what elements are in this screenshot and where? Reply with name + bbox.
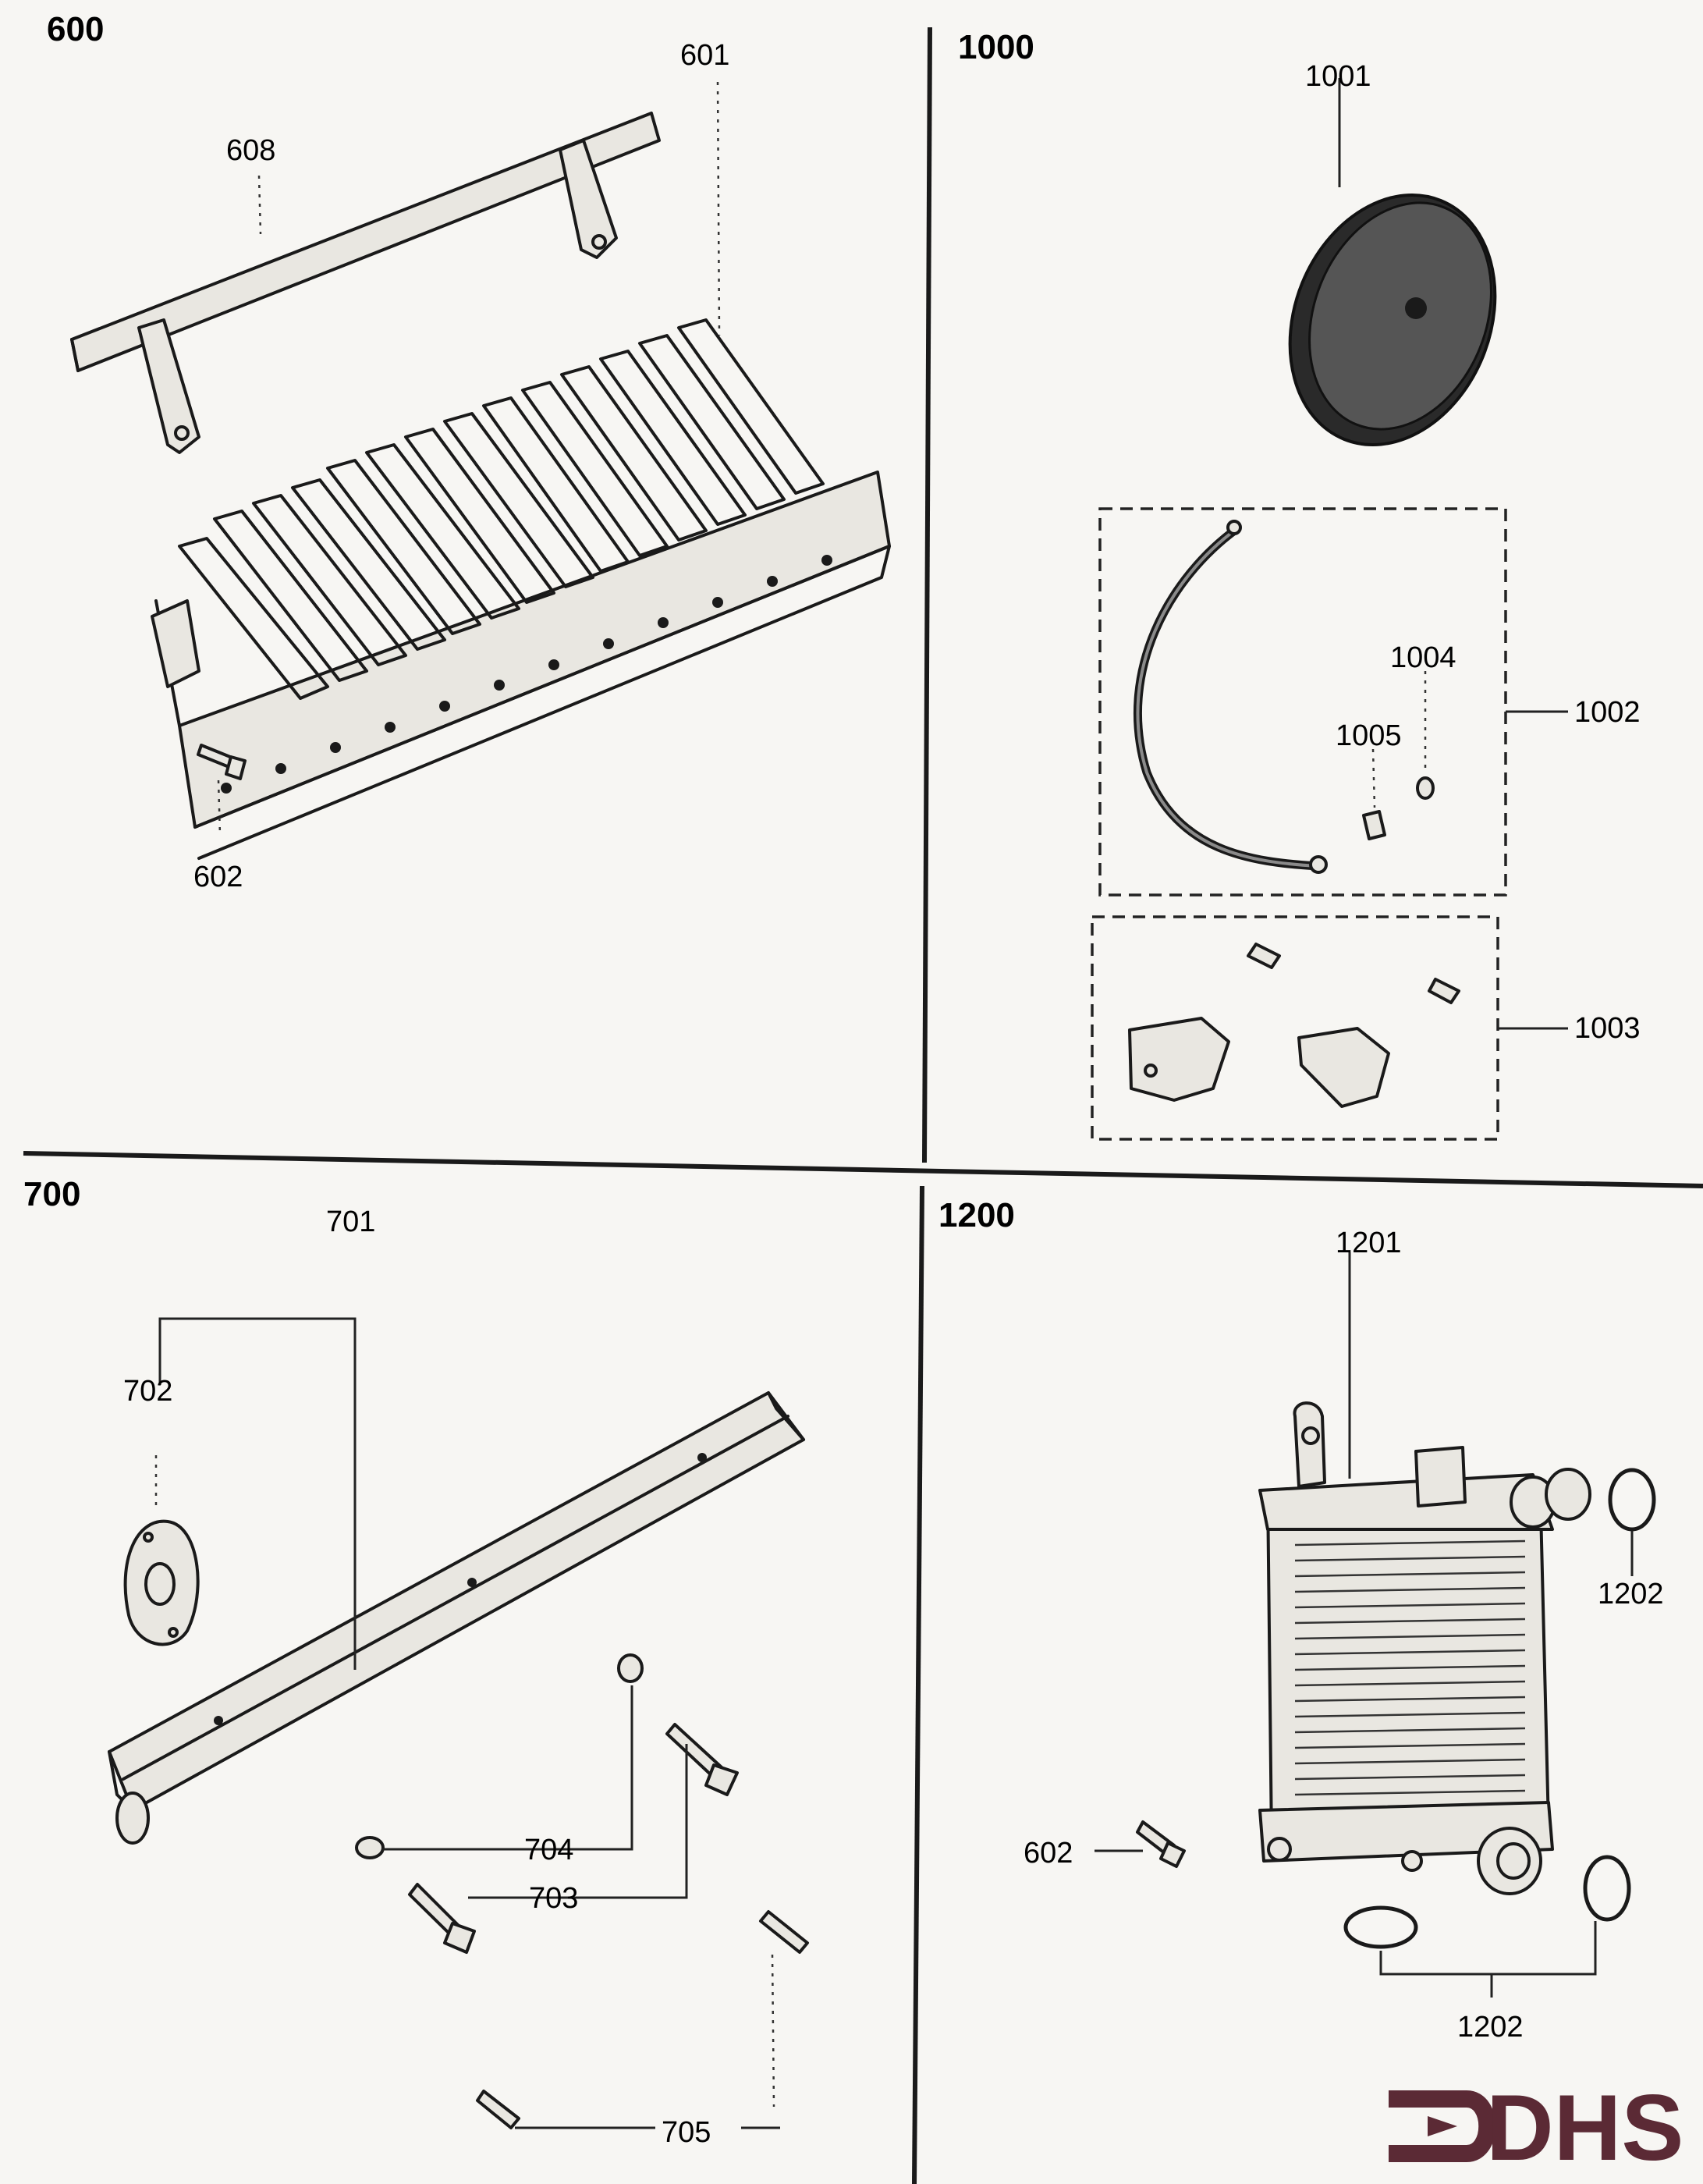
- screw-1005: [1362, 810, 1386, 840]
- leader-608: [257, 175, 262, 235]
- label-703: 703: [529, 1882, 578, 1915]
- dhs-logo: DHS: [1389, 2076, 1683, 2180]
- dhs-logo-text: DHS: [1486, 2076, 1683, 2180]
- leader-704: [382, 1685, 633, 1851]
- label-602: 602: [193, 861, 243, 893]
- ignition-cable-1002: [1133, 520, 1328, 874]
- label-1201: 1201: [1336, 1227, 1402, 1259]
- label-1004: 1004: [1390, 641, 1456, 674]
- heat-exchanger-1201: [1258, 1401, 1591, 1895]
- brackets-1003: [1128, 943, 1460, 1108]
- section-700-title: 700: [23, 1175, 80, 1213]
- section-1000-title: 1000: [958, 28, 1034, 66]
- screw-602: [197, 744, 247, 780]
- gasket-702: [123, 1519, 200, 1646]
- washer-704: [355, 1653, 644, 1859]
- label-701: 701: [326, 1206, 375, 1238]
- leader-701: [158, 1317, 357, 1670]
- o-ring-1202: [1343, 1468, 1656, 1949]
- label-601: 601: [680, 39, 729, 72]
- screw-705: [476, 1910, 809, 2129]
- burner-bar-608: [70, 112, 661, 454]
- section-600-title: 600: [47, 10, 104, 48]
- label-704: 704: [524, 1834, 573, 1866]
- leader-601: [716, 81, 721, 336]
- label-1005: 1005: [1336, 719, 1402, 752]
- leader-705-up: [771, 1954, 775, 2108]
- label-702: 702: [123, 1375, 172, 1408]
- screw-602-1200: [1136, 1820, 1186, 1868]
- label-705: 705: [662, 2116, 711, 2149]
- label-1002: 1002: [1574, 696, 1641, 729]
- leader-1005: [1371, 748, 1376, 808]
- burner-rack-601: [151, 318, 891, 860]
- section-1200-title: 1200: [938, 1196, 1015, 1234]
- label-608: 608: [226, 134, 275, 167]
- kit-box-1002: [1098, 507, 1507, 897]
- label-1003: 1003: [1574, 1012, 1641, 1045]
- label-1202: 1202: [1598, 1578, 1664, 1610]
- sight-glass-1001: [1288, 194, 1497, 446]
- bolt-703: [408, 1723, 739, 1954]
- quadrant-dividers: [23, 27, 1703, 2184]
- label-1001: 1001: [1305, 60, 1371, 93]
- label-1202-bottom: 1202: [1457, 2011, 1524, 2044]
- leader-703: [468, 1744, 688, 1899]
- leader-1202b: [1379, 1921, 1597, 1976]
- rail-701: [108, 1391, 805, 1845]
- washer-1004: [1416, 776, 1435, 800]
- label-602-1200: 602: [1024, 1837, 1073, 1870]
